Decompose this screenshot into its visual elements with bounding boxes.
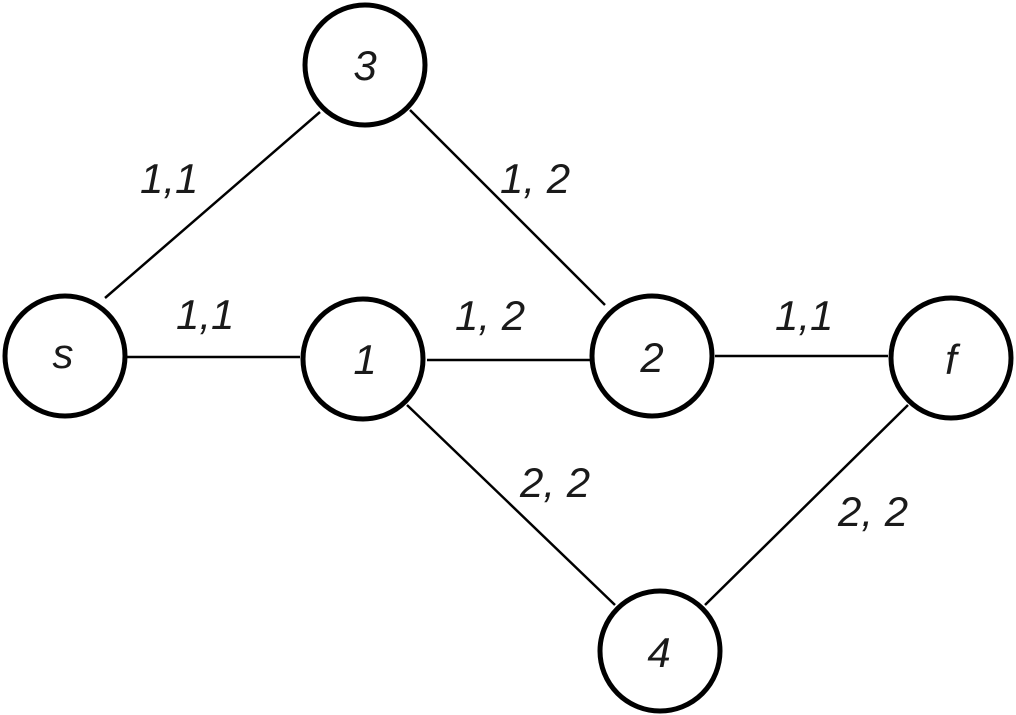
node-3: 3 (302, 2, 428, 128)
edge-label-1-2: 1, 2 (455, 292, 525, 339)
node-1: 1 (300, 296, 426, 422)
edge-labels: 1,1 1, 2 1,1 1, 2 1,1 2, 2 2, 2 (140, 155, 908, 535)
node-label-4: 4 (647, 629, 670, 676)
node-label-1: 1 (353, 336, 376, 383)
edges (104, 109, 909, 606)
edge-label-s-3: 1,1 (140, 155, 198, 202)
node-4: 4 (597, 588, 723, 714)
edge-label-2-f: 1,1 (775, 292, 833, 339)
node-f: f (888, 295, 1014, 421)
edge-s-3 (104, 111, 321, 299)
edge-1-4 (406, 404, 616, 606)
edge-label-4-f: 2, 2 (837, 488, 908, 535)
node-2: 2 (589, 293, 715, 419)
edge-label-s-1: 1,1 (176, 291, 234, 338)
edge-label-1-4: 2, 2 (519, 459, 590, 506)
node-label-3: 3 (353, 42, 376, 89)
edge-3-2 (409, 109, 606, 306)
edge-4-f (704, 404, 909, 606)
node-label-2: 2 (639, 334, 663, 381)
node-label-s: s (53, 330, 74, 377)
edge-label-3-2: 1, 2 (500, 155, 570, 202)
node-s: s (2, 293, 128, 419)
